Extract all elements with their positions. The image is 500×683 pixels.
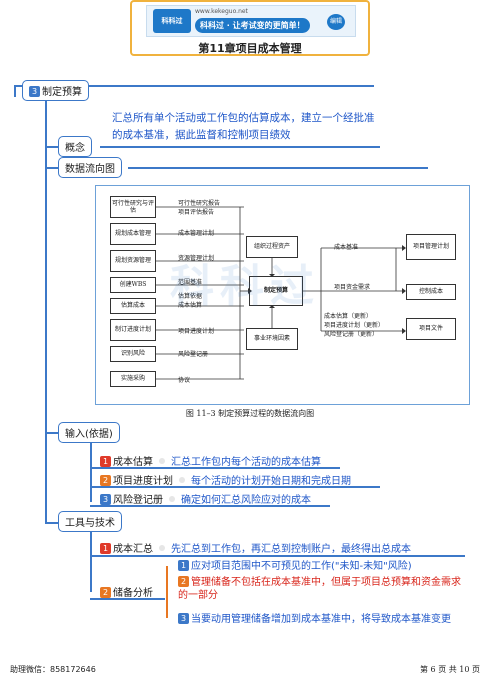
summary-underline [100,146,380,148]
dataflow-rule [128,167,428,169]
dataflow-diagram: 可行性研究与评估 规划成本管理 规划资源管理 创建WBS 估算成本 制订进度计划… [95,185,470,405]
tool-num-1: 1 [100,543,111,554]
reserve-text-3: 当要动用管理储备增加到成本基准中，将导致成本基准变更 [191,614,451,625]
input-num-1: 1 [100,456,111,467]
input-desc-3: 确定如何汇总风险应对的成本 [181,495,311,506]
dot-icon [159,545,165,551]
label-estimates-updates: 成本估算（更新） [324,313,373,320]
item-underline [90,486,380,488]
input-num-3: 3 [100,494,111,505]
figure-caption: 图 11–3 制定预算过程的数据流向图 [185,409,315,418]
label-schedule: 项目进度计划 [178,328,215,335]
inputs-branch-line [90,442,92,502]
concept-node: 概念 [58,136,92,157]
tool-num-2: 2 [100,587,111,598]
input-name-1: 成本估算 [113,457,153,468]
item-underline [90,505,330,507]
main-branch-line [45,97,47,522]
box-procurement: 实施采购 [110,371,156,387]
tool-desc-1: 先汇总到工作包，再汇总到控制账户，最终得出总成本 [171,544,411,555]
reserve-text-1: 应对项目范围中不可预见的工作("未知-未知"风险) [191,561,412,572]
connector [45,432,59,434]
label-cost-plan: 成本管理计划 [178,230,215,237]
section-summary: 汇总所有单个活动或工作包的估算成本，建立一个经批准的成本基准，据此监督和控制项目… [112,112,375,141]
connector [45,146,59,148]
box-project-documents: 项目文件 [406,318,456,340]
box-wbs: 创建WBS [110,277,156,293]
label-schedule-updates: 项目进度计划（更新） [324,322,385,329]
label-scope-baseline: 范围基准 [178,279,203,286]
box-org-assets: 组织过程资产 [246,236,298,258]
dataflow-node: 数据流向图 [58,157,122,178]
input-name-2: 项目进度计划 [113,476,173,487]
box-estimate-cost: 估算成本 [110,298,156,314]
edit-badge: 编辑 [327,14,345,30]
box-control-cost: 控制成本 [406,284,456,300]
box-center-process: 制定预算 [249,276,303,306]
box-plan-cost: 规划成本管理 [110,223,156,245]
footer-contact: 助理微信：858172646 [10,665,96,674]
item-underline [90,555,465,557]
label-agreements: 协议 [178,377,191,384]
connector [45,522,59,524]
label-resource-plan: 资源管理计划 [178,255,215,262]
label-cost-baseline: 成本基准 [334,244,359,251]
label-risk-updates: 风险登记册（更新） [324,331,379,338]
label-evaluation-report: 项目评估报告 [178,209,215,216]
input-desc-2: 每个活动的计划开始日期和完成日期 [191,476,351,487]
chapter-title: 第11章项目成本管理 [198,42,302,55]
tool-name-2: 储备分析 [113,588,153,599]
watermark: 科科过 [170,261,320,312]
box-feasibility: 可行性研究与评估 [110,196,156,218]
tools-node: 工具与技术 [58,511,122,532]
tools-branch-line [90,532,92,592]
dot-icon [179,477,185,483]
item-underline [90,598,165,600]
page-header: 科科过 www.kekeguo.net 科科过 · 让考试变的更简单！ 编辑 第… [130,0,370,56]
box-env-factors: 事业环境因素 [246,328,298,350]
site-name: 科科过 · 让考试变的更简单！ [195,18,310,33]
input-num-2: 2 [100,475,111,486]
label-funding-req: 项目资金需求 [334,284,371,291]
section-title: 制定预算 [42,87,82,98]
dot-icon [169,496,175,502]
box-schedule: 制订进度计划 [110,319,156,341]
connector [45,167,59,169]
reserve-num-1: 1 [178,560,189,571]
box-identify-risk: 识别风险 [110,346,156,362]
inputs-node: 输入(依据) [58,422,120,443]
tree-connector [14,85,16,97]
input-desc-1: 汇总工作包内每个活动的成本估算 [171,457,321,468]
site-url: www.kekeguo.net [195,8,248,15]
page-number: 第 6 页 共 10 页 [420,665,480,674]
header-banner: 科科过 www.kekeguo.net 科科过 · 让考试变的更简单！ 编辑 [146,5,356,37]
section-number: 3 [29,86,40,97]
top-rule [14,85,374,87]
box-plan-resource: 规划资源管理 [110,250,156,272]
reserve-text-2: 管理储备不包括在成本基准中，但属于项目总预算和资金需求的一部分 [178,577,461,601]
tool-name-1: 成本汇总 [113,544,153,555]
reserve-num-2: 2 [178,576,189,587]
site-logo: 科科过 [153,9,191,33]
box-project-plan: 项目管理计划 [406,234,456,260]
label-cost-estimates: 成本估算 [178,302,203,309]
reserve-num-3: 3 [178,613,189,624]
diagram-arrows [156,206,406,380]
input-name-3: 风险登记册 [113,495,163,506]
reserve-branch-line [166,566,168,618]
label-risk-register: 风险登记册 [178,351,209,358]
label-basis-of-estimates: 估算依据 [178,293,203,300]
label-feasibility-report: 可行性研究报告 [178,200,221,207]
item-underline [90,467,340,469]
dot-icon [159,458,165,464]
